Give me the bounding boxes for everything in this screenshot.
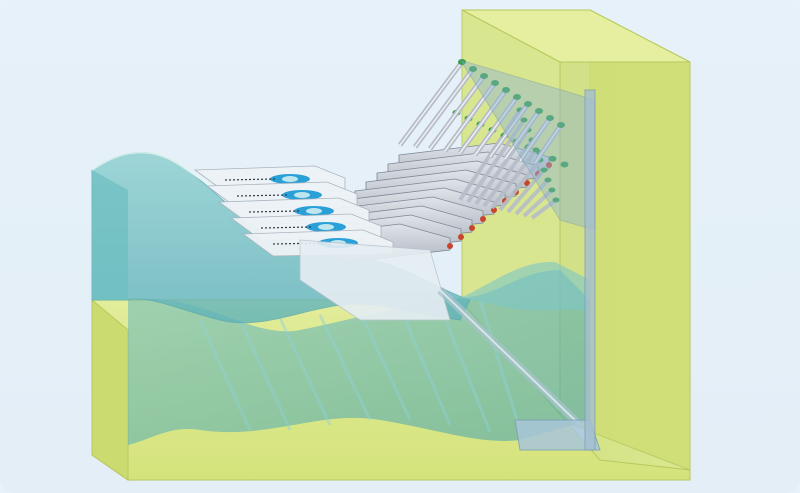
- green-ring-icon: [491, 80, 499, 86]
- cylinder-10: [530, 122, 569, 220]
- green-ring-icon: [458, 59, 466, 65]
- pivot-dot: [469, 225, 475, 231]
- back-wave: [460, 261, 590, 310]
- pivot-dot: [524, 180, 530, 186]
- green-ring-icon: [535, 108, 543, 114]
- green-ring-icon: [546, 115, 554, 121]
- mount-beam: [458, 59, 596, 231]
- pivot-dot: [458, 234, 464, 240]
- green-ring-icon: [469, 66, 477, 72]
- green-ring-icon: [557, 122, 565, 128]
- cylinder-9: [517, 115, 557, 218]
- hydraulic-cylinders: [397, 59, 596, 231]
- green-ring-icon: [548, 155, 557, 162]
- support-rod: [437, 287, 583, 428]
- water-volume: [128, 270, 590, 445]
- green-ring-icon: [502, 87, 510, 93]
- cylinder-6: [472, 94, 544, 212]
- pivot-dot: [447, 243, 453, 249]
- base-bracket: [514, 89, 601, 451]
- green-ring-icon: [560, 161, 569, 168]
- green-ring-icon: [480, 73, 488, 79]
- pivot-dot: [546, 162, 552, 168]
- basin-floor-front: [91, 298, 129, 481]
- wave-side: [92, 170, 128, 300]
- float-wedge: [299, 239, 451, 321]
- green-ring-icon: [513, 94, 521, 100]
- pivot-dot: [480, 216, 486, 222]
- green-ring-icon: [524, 101, 532, 107]
- pivot-dot: [491, 207, 497, 213]
- water-streaks: [198, 299, 522, 433]
